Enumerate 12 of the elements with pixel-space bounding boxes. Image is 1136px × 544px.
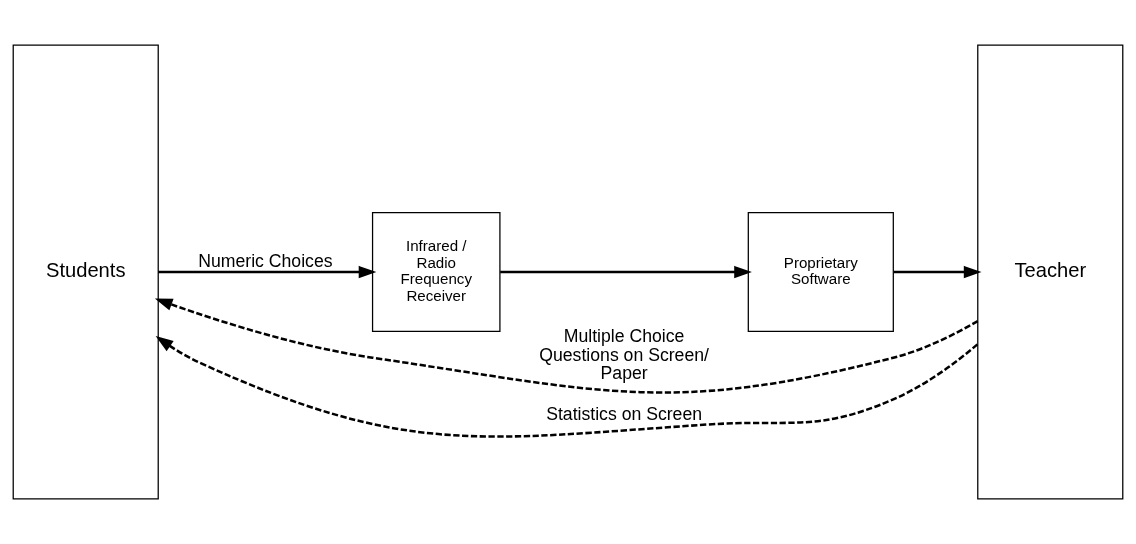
node-box: Teacher [977,44,1124,500]
arrow [500,265,752,279]
arrow [158,265,377,279]
arrow [893,265,982,279]
node-box: Proprietary Software [747,212,894,332]
edge-label: Numeric Choices [198,251,333,272]
edge-label: Multiple Choice Questions on Screen/ Paper [539,325,709,384]
arrow [154,298,979,394]
edge-label: Statistics on Screen [546,403,703,424]
node-box: Infrared / Radio Frequency Receiver [371,212,501,332]
node-box: Students [12,44,159,500]
arrow [155,336,979,438]
